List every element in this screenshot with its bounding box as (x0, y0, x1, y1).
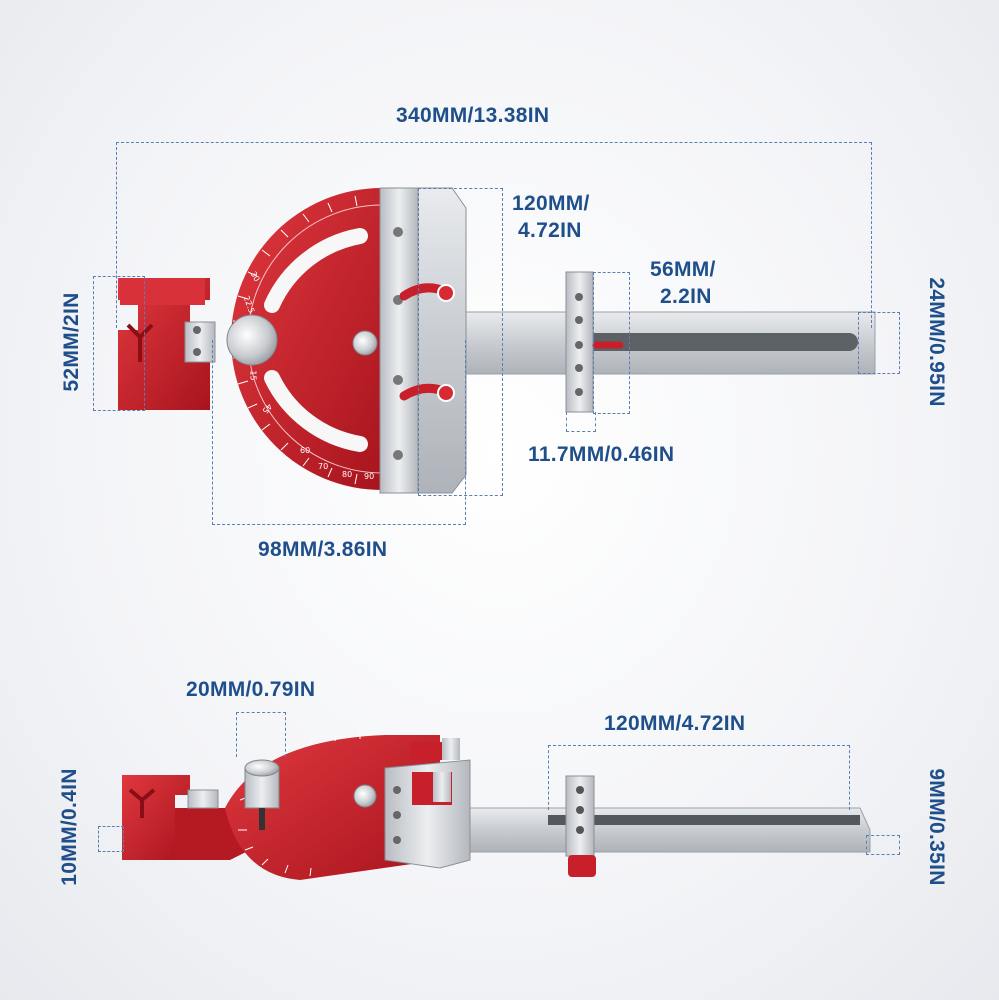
bar-thickness-box (866, 835, 900, 855)
overall-length-box (116, 142, 872, 328)
stop-height-label-line2: 2.2IN (660, 285, 712, 308)
fence-length-label-line2: 4.72IN (518, 219, 582, 242)
protractor-width-box (212, 340, 466, 525)
bar-width-box (858, 312, 900, 374)
knob-diameter-label: 20MM/0.79IN (186, 678, 316, 701)
fence-length-box (418, 188, 503, 496)
stop-travel-box (548, 745, 850, 810)
bar-width-label: 24MM/0.95IN (925, 277, 948, 407)
bar-thickness-label: 9MM/0.35IN (925, 768, 948, 886)
stop-height-box (593, 272, 630, 414)
head-width-label: 52MM/2IN (60, 292, 83, 392)
side-view (122, 732, 871, 880)
overall-length-label: 340MM/13.38IN (396, 104, 550, 127)
fence-length-label-line1: 120MM/ (512, 192, 590, 215)
knob-diameter-box (236, 712, 286, 757)
stop-height-label-line1: 56MM/ (650, 258, 716, 281)
head-thickness-label: 10MM/0.4IN (58, 768, 81, 886)
head-thickness-box (98, 826, 124, 852)
stop-width-box (566, 412, 596, 432)
protractor-width-label: 98MM/3.86IN (258, 538, 388, 561)
stop-travel-label: 120MM/4.72IN (604, 712, 746, 735)
stop-width-label: 11.7MM/0.46IN (528, 443, 675, 466)
head-width-box (93, 276, 145, 411)
